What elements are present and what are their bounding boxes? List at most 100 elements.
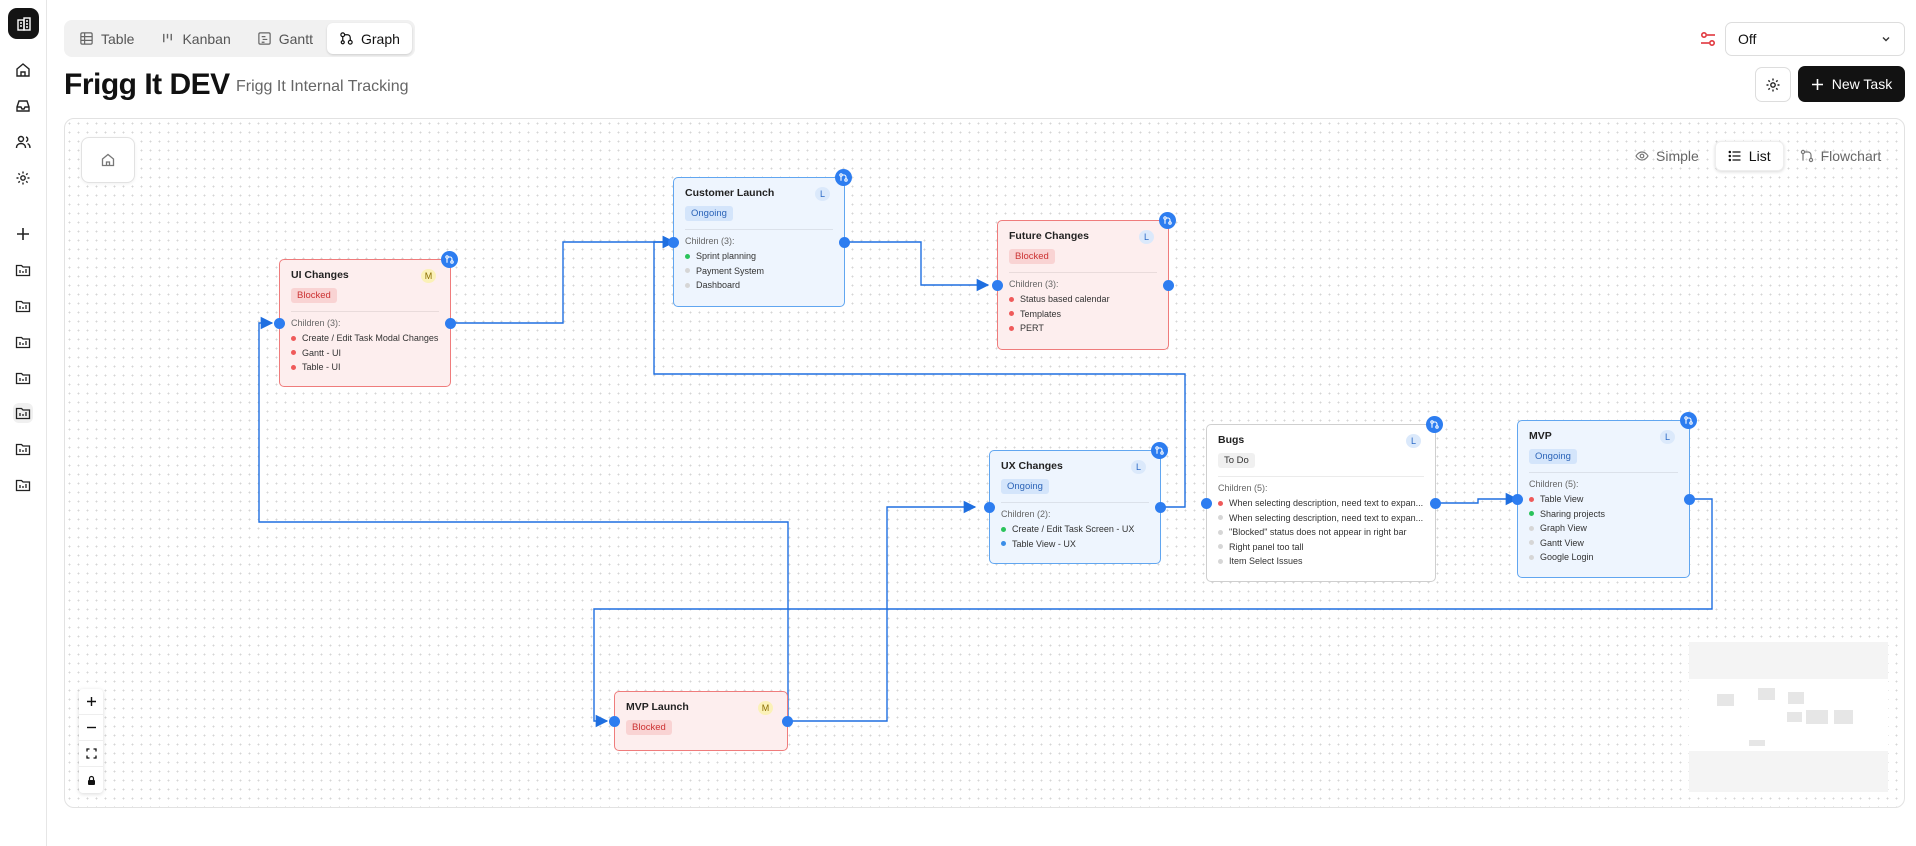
tab-gantt[interactable]: Gantt bbox=[245, 23, 325, 54]
children-label: Children (2): bbox=[1001, 509, 1051, 519]
input-handle[interactable] bbox=[1512, 494, 1523, 505]
child-item[interactable]: Templates bbox=[1009, 307, 1157, 322]
fit-view-icon[interactable] bbox=[79, 741, 103, 767]
node-title: UX Changes bbox=[1001, 460, 1063, 472]
child-item[interactable]: Right panel too tall bbox=[1218, 540, 1424, 555]
node-options-icon[interactable] bbox=[835, 169, 852, 186]
task-node-customer-launch[interactable]: Customer Launch L Ongoing Children (3): … bbox=[668, 169, 852, 307]
minimap-node bbox=[1787, 712, 1802, 722]
task-node-ux-changes[interactable]: UX Changes L Ongoing Children (2): Creat… bbox=[984, 442, 1168, 564]
child-item-label: Payment System bbox=[696, 265, 765, 276]
task-node-mvp-launch[interactable]: MVP Launch M Blocked bbox=[609, 691, 793, 751]
task-node-future-changes[interactable]: Future Changes L Blocked Children (3): S… bbox=[992, 212, 1176, 350]
child-item[interactable]: Table - UI bbox=[291, 360, 439, 375]
project-folder-icon[interactable] bbox=[13, 332, 33, 352]
node-options-icon[interactable] bbox=[1151, 442, 1168, 459]
project-folder-icon[interactable] bbox=[13, 368, 33, 388]
divider bbox=[1001, 502, 1149, 503]
child-item[interactable]: Status based calendar bbox=[1009, 292, 1157, 307]
status-dot bbox=[1218, 544, 1223, 550]
level-badge: M bbox=[758, 701, 773, 715]
app-logo-icon[interactable] bbox=[8, 8, 39, 39]
output-handle[interactable] bbox=[839, 237, 850, 248]
input-handle[interactable] bbox=[274, 318, 285, 329]
lock-icon[interactable] bbox=[79, 767, 103, 793]
child-item-label: Table View bbox=[1540, 494, 1584, 504]
child-item-label: When selecting description, need text to… bbox=[1229, 498, 1424, 508]
project-folder-icon[interactable] bbox=[13, 296, 33, 316]
child-item[interactable]: Table View bbox=[1529, 492, 1678, 507]
project-folder-icon[interactable] bbox=[13, 260, 33, 280]
status-dot bbox=[1529, 554, 1534, 560]
child-item[interactable]: Gantt - UI bbox=[291, 346, 439, 361]
view-simple[interactable]: Simple bbox=[1623, 141, 1711, 171]
canvas-home-button[interactable] bbox=[81, 137, 135, 183]
node-options-icon[interactable] bbox=[1680, 412, 1697, 429]
tab-graph[interactable]: Graph bbox=[327, 23, 412, 54]
settings-gear-icon[interactable] bbox=[13, 168, 33, 188]
view-list[interactable]: List bbox=[1714, 141, 1784, 171]
node-options-icon[interactable] bbox=[1159, 212, 1176, 229]
node-title: MVP Launch bbox=[626, 701, 689, 713]
input-handle[interactable] bbox=[1201, 498, 1212, 509]
add-project-icon[interactable] bbox=[13, 224, 33, 244]
users-icon[interactable] bbox=[13, 132, 33, 152]
output-handle[interactable] bbox=[1430, 498, 1441, 509]
kanban-icon bbox=[163, 33, 173, 43]
input-handle[interactable] bbox=[984, 502, 995, 513]
minimap-node bbox=[1788, 692, 1804, 704]
project-folder-icon[interactable] bbox=[13, 439, 33, 459]
output-handle[interactable] bbox=[445, 318, 456, 329]
node-options-icon[interactable] bbox=[441, 251, 458, 268]
zoom-out-icon[interactable] bbox=[79, 715, 103, 741]
input-handle[interactable] bbox=[992, 280, 1003, 291]
output-handle[interactable] bbox=[1155, 502, 1166, 513]
new-task-button[interactable]: New Task bbox=[1798, 66, 1905, 102]
child-item[interactable]: Create / Edit Task Screen - UX bbox=[1001, 522, 1149, 537]
output-handle[interactable] bbox=[1684, 494, 1695, 505]
project-folder-icon-active[interactable] bbox=[13, 403, 33, 423]
tab-kanban[interactable]: Kanban bbox=[148, 23, 242, 54]
child-item[interactable]: Payment System bbox=[685, 264, 833, 279]
child-item[interactable]: When selecting description, need text to… bbox=[1218, 511, 1424, 526]
child-item-label: When selecting description, need text to… bbox=[1229, 512, 1424, 523]
project-settings-button[interactable] bbox=[1755, 67, 1791, 102]
child-item-label: Right panel too tall bbox=[1229, 541, 1304, 552]
child-item[interactable]: Sprint planning bbox=[685, 249, 833, 264]
project-folder-icon[interactable] bbox=[13, 475, 33, 495]
minimap[interactable] bbox=[1689, 642, 1888, 792]
child-item[interactable]: When selecting description, need text to… bbox=[1218, 496, 1424, 511]
sidebar-rail bbox=[0, 0, 47, 846]
child-item[interactable]: Gantt View bbox=[1529, 536, 1678, 551]
node-options-icon[interactable] bbox=[1426, 416, 1443, 433]
inbox-icon[interactable] bbox=[13, 96, 33, 116]
child-item[interactable]: Dashboard bbox=[685, 278, 833, 293]
output-handle[interactable] bbox=[1163, 280, 1174, 291]
task-node-mvp[interactable]: MVP L Ongoing Children (5): Table View S… bbox=[1512, 412, 1697, 578]
child-item[interactable]: Create / Edit Task Modal Changes bbox=[291, 331, 439, 346]
home-icon[interactable] bbox=[13, 60, 33, 80]
child-item[interactable]: Sharing projects bbox=[1529, 507, 1678, 522]
input-handle[interactable] bbox=[668, 237, 679, 248]
view-flowchart[interactable]: Flowchart bbox=[1788, 141, 1894, 171]
view-tabs: Table Kanban Gantt Graph bbox=[64, 20, 415, 57]
level-badge: L bbox=[1406, 434, 1421, 448]
filter-select[interactable]: Off bbox=[1725, 22, 1905, 56]
input-handle[interactable] bbox=[609, 716, 620, 727]
graph-canvas[interactable]: Simple List Flowchart UI Changes M Block… bbox=[64, 118, 1905, 808]
filter-toggle-icon[interactable] bbox=[1699, 30, 1717, 48]
task-node-ui-changes[interactable]: UI Changes M Blocked Children (3): Creat… bbox=[274, 251, 458, 387]
child-item[interactable]: PERT bbox=[1009, 321, 1157, 336]
tab-table[interactable]: Table bbox=[67, 23, 146, 54]
status-dot bbox=[1218, 515, 1223, 521]
zoom-in-icon[interactable] bbox=[79, 689, 103, 715]
child-item[interactable]: Item Select Issues bbox=[1218, 554, 1424, 569]
child-item-label: Gantt View bbox=[1540, 537, 1584, 548]
child-item[interactable]: Graph View bbox=[1529, 521, 1678, 536]
task-node-bugs[interactable]: Bugs L To Do Children (5): When selectin… bbox=[1201, 416, 1443, 582]
child-item[interactable]: Google Login bbox=[1529, 550, 1678, 565]
child-item[interactable]: Table View - UX bbox=[1001, 537, 1149, 552]
child-item[interactable]: "Blocked" status does not appear in righ… bbox=[1218, 525, 1424, 540]
status-dot bbox=[1529, 511, 1534, 517]
output-handle[interactable] bbox=[782, 716, 793, 727]
